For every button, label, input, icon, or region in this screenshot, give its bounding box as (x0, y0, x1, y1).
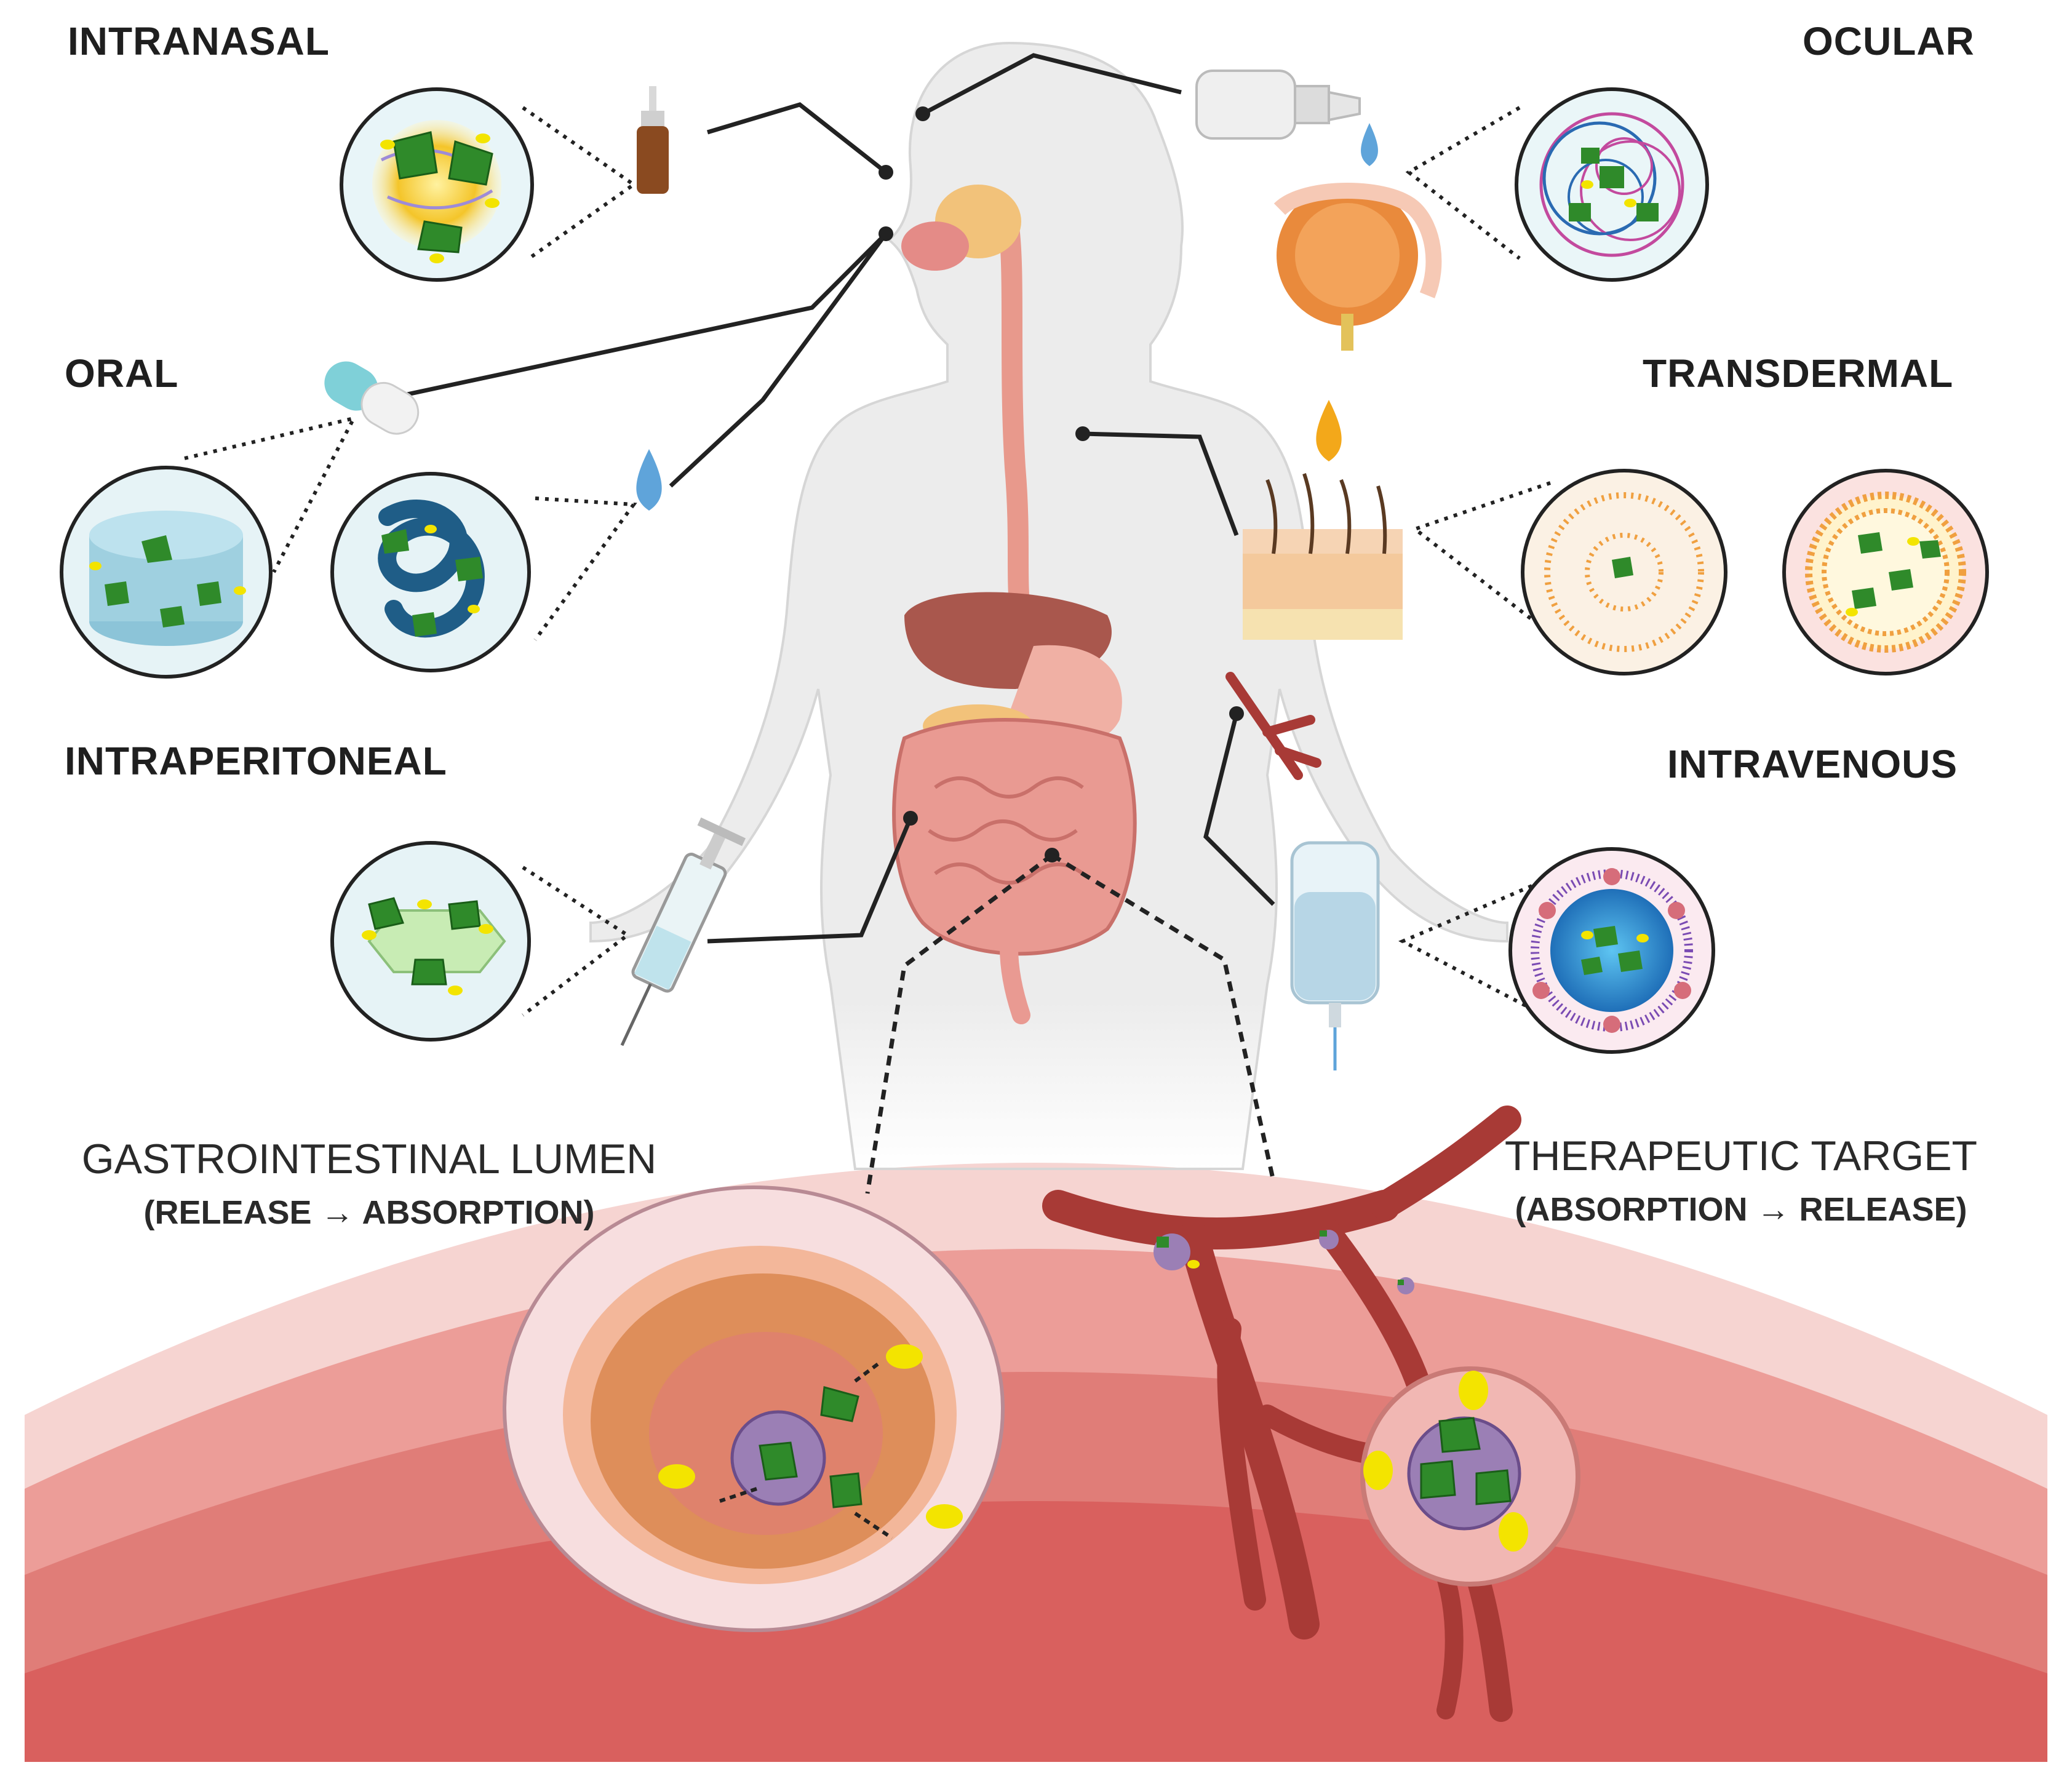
water-drop-icon (1361, 123, 1378, 166)
nanocarrier-intraperitoneal (330, 841, 531, 1042)
label-intraperitoneal: INTRAPERITONEAL (65, 739, 447, 783)
mag-oral-drop (533, 496, 637, 641)
connector-transdermal (1082, 431, 1239, 536)
iv-bag-icon (1290, 841, 1380, 1070)
label-transdermal: TRANSDERMAL (1643, 351, 1954, 396)
nasal-spray-icon (637, 86, 669, 194)
mag-intravenous (1398, 884, 1533, 1011)
therapeutic-target-subtitle: (ABSORPTION → RELEASE) (1515, 1191, 1967, 1228)
nanocarrier-intravenous (1508, 847, 1715, 1054)
nanocarrier-ocular (1515, 87, 1709, 282)
esophagus (998, 217, 1032, 626)
label-oral: ORAL (65, 351, 179, 396)
tissue-band-core (25, 1501, 2047, 1762)
tissue-bands (25, 1163, 2047, 1762)
label-intranasal: INTRANASAL (68, 19, 330, 63)
tumor (1360, 1366, 1580, 1587)
skin-section-icon (1243, 473, 1403, 640)
gi-lumen-section (503, 1185, 1005, 1632)
syringe-icon (620, 817, 746, 1046)
eye-drop-bottle-icon (1195, 70, 1361, 140)
water-drop-icon (636, 449, 662, 511)
zoom-lines (865, 853, 1276, 1194)
connector-oral (381, 232, 888, 402)
connector-intravenous (1203, 713, 1275, 906)
connector-intraperitoneal (707, 817, 913, 944)
gi-lumen-subtitle: (RELEASE → ABSORPTION) (143, 1194, 595, 1231)
rectum (1000, 938, 1030, 1024)
water-drop-icon (1316, 400, 1342, 461)
nanocarrier-oral-liquid (330, 472, 531, 672)
mag-transdermal (1411, 481, 1552, 635)
label-intravenous: INTRAVENOUS (1667, 742, 1958, 786)
connector-intranasal (706, 102, 888, 174)
eye-icon (1273, 183, 1442, 351)
connector-oral-drop (669, 232, 888, 488)
gi-lumen-title: GASTROINTESTINAL LUMEN (81, 1136, 657, 1182)
magnifier-lines (184, 106, 1552, 1017)
nanocarrier-transdermal-liposome (1782, 469, 1989, 675)
capsule-icon (324, 361, 420, 435)
therapeutic-target-title: THERAPEUTIC TARGET (1504, 1133, 1978, 1179)
zoom-line-target (1051, 853, 1276, 1182)
connector-lines (381, 53, 1275, 944)
small-intestine (892, 718, 1137, 956)
connector-dots (879, 106, 1244, 863)
blood-vessel-icon (1225, 672, 1321, 780)
label-ocular: OCULAR (1803, 19, 1975, 63)
circulating-nanocarriers (1154, 1230, 1414, 1294)
connector-ocular (922, 53, 1182, 116)
mag-ocular (1405, 106, 1521, 260)
mag-intranasal (522, 106, 637, 260)
nanocarrier-oral (60, 466, 273, 679)
nanocarrier-intranasal (340, 87, 534, 282)
zoom-line-gi (865, 853, 1054, 1194)
mouth-cavity (901, 221, 969, 271)
mag-intraperitoneal (522, 866, 631, 1017)
intestine-folds (928, 776, 1084, 885)
nanocarrier-transdermal-micelle (1521, 469, 1727, 675)
